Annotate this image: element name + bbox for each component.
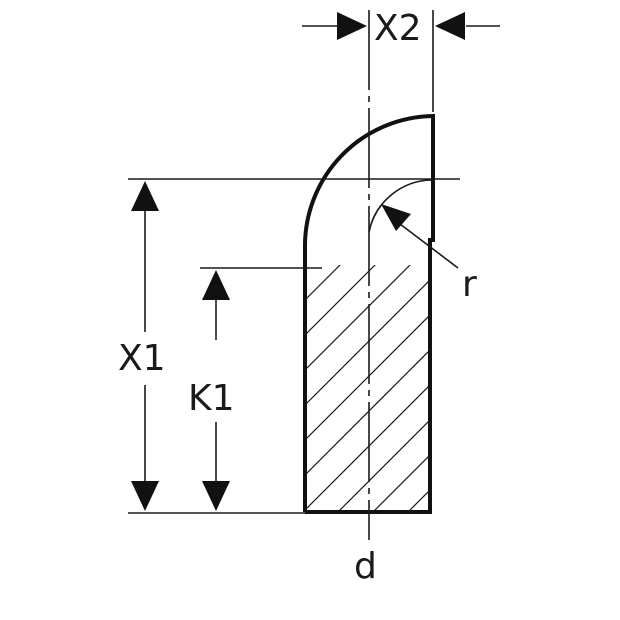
r-arrow bbox=[381, 204, 411, 231]
label-r: r bbox=[462, 264, 477, 305]
x2-right-arrow bbox=[435, 12, 465, 40]
x1-top-arrow bbox=[131, 181, 159, 211]
x2-left-arrow bbox=[337, 12, 367, 40]
inner-radius-arc bbox=[368, 179, 433, 233]
label-x2: X2 bbox=[374, 8, 422, 49]
label-d: d bbox=[354, 546, 377, 587]
bend-outline bbox=[302, 113, 435, 514]
label-x1: X1 bbox=[118, 338, 166, 379]
r-leader-line bbox=[399, 223, 459, 269]
x1-bottom-arrow bbox=[131, 481, 159, 511]
k1-bottom-arrow bbox=[202, 481, 230, 511]
label-k1: K1 bbox=[188, 378, 235, 419]
body-hatching bbox=[305, 265, 430, 513]
k1-top-arrow bbox=[202, 270, 230, 300]
